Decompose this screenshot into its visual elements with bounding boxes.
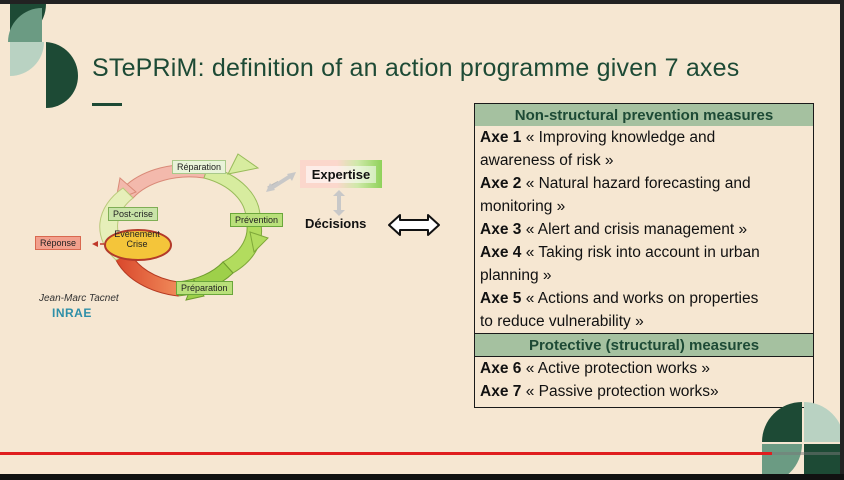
- axe-7-label: Axe 7: [480, 383, 522, 400]
- label-preparation: Préparation: [176, 281, 233, 295]
- label-crise: Crise: [126, 239, 148, 249]
- axe-3-label: Axe 3: [480, 221, 522, 238]
- double-arrow-diagonal-icon: [266, 172, 296, 192]
- label-evenement: Evénement: [114, 229, 160, 239]
- label-reparation: Réparation: [172, 160, 227, 174]
- axe-7-line-1: Axe 7 « Passive protection works»: [475, 380, 813, 403]
- frame-right: [840, 0, 844, 480]
- axe-1-line-2: awareness of risk »: [475, 149, 813, 172]
- expertise-box: Expertise: [300, 160, 382, 188]
- axe-6-label: Axe 6: [480, 360, 522, 377]
- axe-2-line-2: monitoring »: [475, 195, 813, 218]
- axe-1-line-1: Axe 1 « Improving knowledge and: [475, 126, 813, 149]
- axe-3-text: « Alert and crisis management »: [525, 221, 748, 238]
- axe-5-line-1: Axe 5 « Actions and works on properties: [475, 287, 813, 310]
- non-structural-axes: Axe 1 « Improving knowledge and awareness…: [475, 126, 813, 333]
- axe-5-text: « Actions and works on properties: [525, 290, 759, 307]
- label-prevention: Prévention: [230, 213, 284, 227]
- organization-logo: INRAE: [52, 306, 92, 320]
- video-progress-fill: [0, 452, 773, 455]
- axe-1-label: Axe 1: [480, 129, 522, 146]
- axe-6-text: « Active protection works »: [525, 360, 711, 377]
- axe-2-text: monitoring »: [480, 198, 566, 215]
- frame-top: [0, 0, 844, 4]
- label-post-crise: Post-crise: [108, 207, 159, 221]
- axe-4-line-2: planning »: [475, 264, 813, 287]
- axe-6-line-1: Axe 6 « Active protection works »: [475, 357, 813, 380]
- protective-header: Protective (structural) measures: [475, 333, 813, 357]
- axe-4-line-1: Axe 4 « Taking risk into account in urba…: [475, 241, 813, 264]
- axes-panel: Non-structural prevention measures Axe 1…: [474, 103, 814, 408]
- axe-7-text: « Passive protection works»: [525, 383, 719, 400]
- protective-axes: Axe 6 « Active protection works »Axe 7 «…: [475, 357, 813, 403]
- axe-5-label: Axe 5: [480, 290, 522, 307]
- axe-1-text: « Improving knowledge and: [525, 129, 716, 146]
- non-structural-header: Non-structural prevention measures: [475, 104, 813, 126]
- frame-bottom: [0, 474, 844, 480]
- title-underline: [92, 103, 122, 106]
- axe-5-line-2: to reduce vulnerability »: [475, 310, 813, 333]
- leaf-decoration-top-left: [8, 4, 78, 108]
- axe-4-text: « Taking risk into account in urban: [525, 244, 760, 261]
- axe-2-label: Axe 2: [480, 175, 522, 192]
- slide-title: STePRiM: definition of an action program…: [92, 54, 740, 82]
- label-reponse: Réponse: [35, 236, 82, 250]
- axe-2-line-1: Axe 2 « Natural hazard forecasting and: [475, 172, 813, 195]
- axe-2-text: « Natural hazard forecasting and: [525, 175, 751, 192]
- author-name: Jean-Marc Tacnet: [39, 293, 119, 304]
- leaf-decoration-bottom-right: [762, 402, 844, 474]
- expertise-label: Expertise: [305, 165, 377, 183]
- label-evenement-crise: Evénement Crise: [104, 229, 170, 249]
- axe-5-text: to reduce vulnerability »: [480, 313, 644, 330]
- axe-4-text: planning »: [480, 267, 552, 284]
- axe-1-text: awareness of risk »: [480, 152, 614, 169]
- double-arrow-horizontal-icon: [388, 214, 440, 236]
- decisions-label: Décisions: [305, 216, 367, 231]
- axe-3-line-1: Axe 3 « Alert and crisis management »: [475, 218, 813, 241]
- axe-4-label: Axe 4: [480, 244, 522, 261]
- double-arrow-vertical-icon: [333, 190, 345, 216]
